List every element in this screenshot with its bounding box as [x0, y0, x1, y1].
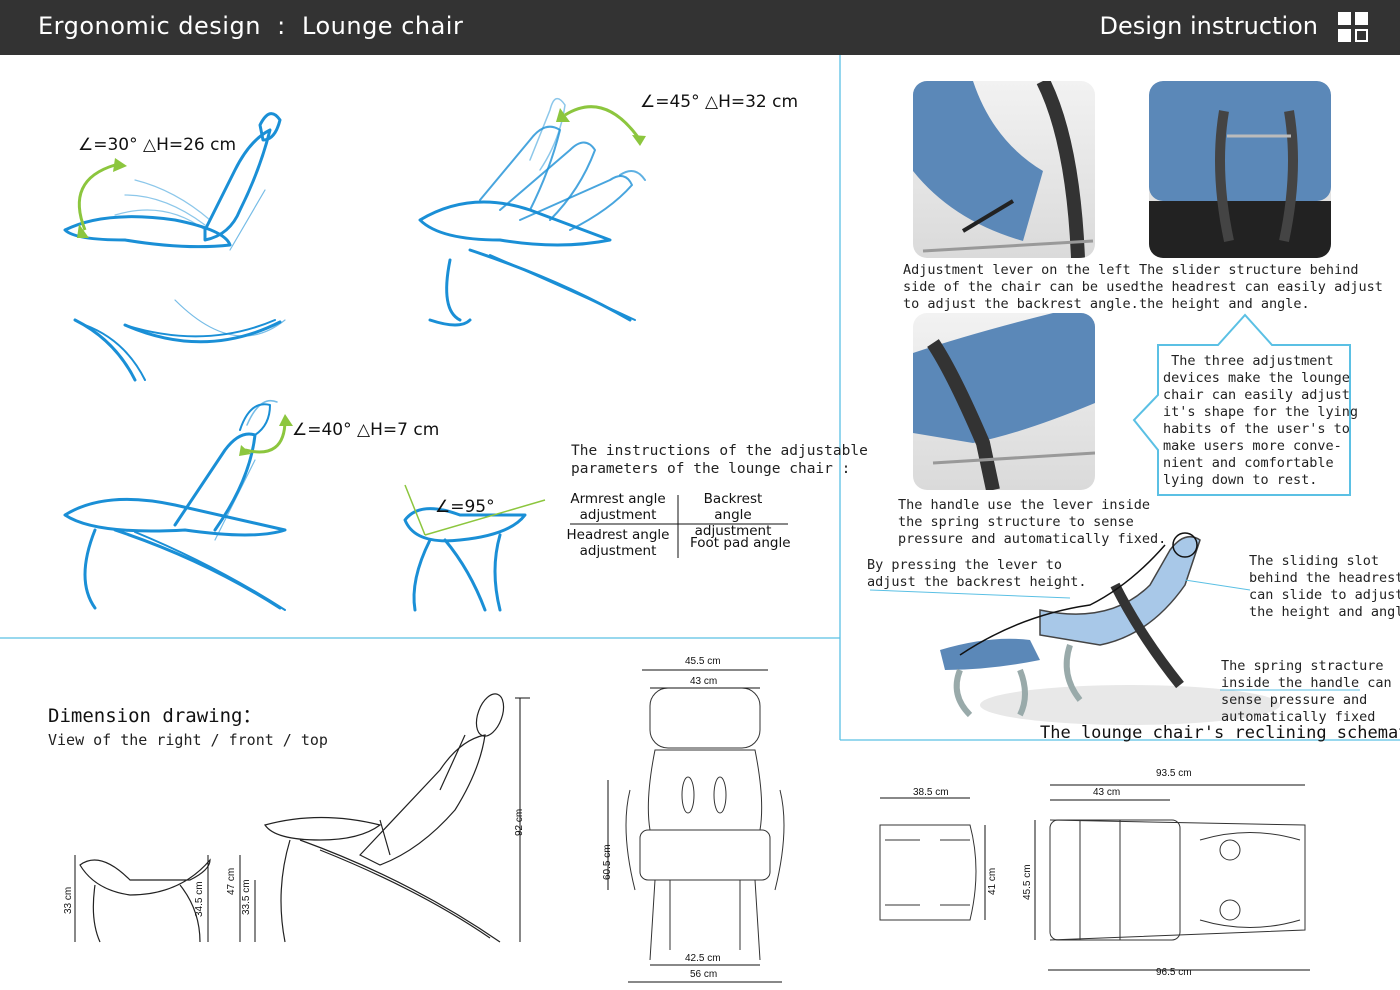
table-cell-backrest: Backrest angle adjustment: [684, 491, 782, 539]
dimension-subtitle: View of the right / front / top: [48, 731, 328, 749]
reclining-schematic: [940, 532, 1280, 725]
armrest-adjust-diagram: [63, 112, 286, 382]
dim-top-41: 41 cm: [987, 867, 998, 895]
table-cell-backrest-line2: adjustment: [694, 523, 772, 539]
dim-front-43: 43 cm: [690, 676, 718, 687]
dim-top-45-5: 45.5 cm: [1022, 864, 1033, 900]
dim-top-93-5: 93.5 cm: [1156, 768, 1192, 779]
instructions-title-line1: The instructions of the adjustable: [571, 443, 868, 459]
lever-photo: [913, 81, 1095, 258]
press-lever-caption: By pressing the lever to adjust the back…: [867, 557, 1087, 590]
dim-top-96-5: 96.5 cm: [1156, 967, 1192, 978]
schematic-title: The lounge chair's reclining schematic: [1040, 723, 1400, 743]
dim-side-47: 47 cm: [226, 867, 237, 895]
spring-caption: The spring stracture inside the handle c…: [1221, 658, 1392, 725]
front-view-drawing: [607, 669, 785, 983]
slider-caption: The slider structure behind the headrest…: [1139, 262, 1383, 312]
dim-side-33: 33 cm: [63, 886, 74, 914]
dim-front-56: 56 cm: [690, 969, 718, 980]
dim-side-34-5: 34.5 cm: [194, 881, 205, 917]
lever-caption: Adjustment lever on the left side of the…: [903, 262, 1139, 312]
table-cell-armrest-line2: adjustment: [579, 507, 657, 523]
handle-photo: [913, 313, 1095, 490]
table-cell-headrest-line2: adjustment: [579, 543, 657, 559]
grid-logo-icon: [1338, 12, 1370, 44]
dim-side-92: 92 cm: [514, 808, 525, 836]
dim-side-33-5: 33.5 cm: [241, 879, 252, 915]
dim-front-42-5: 42.5 cm: [685, 953, 721, 964]
schematic-leader-lines: [869, 579, 1360, 691]
table-cell-armrest: Armrest angle adjustment: [570, 491, 666, 523]
handle-caption: The handle use the lever inside the spri…: [898, 497, 1167, 547]
backrest-adjust-diagram: [418, 97, 646, 327]
section-title: Design instruction: [1099, 12, 1318, 40]
sliding-slot-caption: The sliding slot behind the headrest can…: [1249, 553, 1400, 620]
slider-photo: [1149, 81, 1331, 258]
callout-bubble: [1132, 313, 1351, 496]
header-bar: Ergonomic design : Lounge chair Design i…: [0, 0, 1400, 55]
table-cell-headrest: Headrest angle adjustment: [566, 527, 670, 559]
footpad-angle-label: ∠=95°: [435, 497, 495, 517]
headrest-adjust-diagram: [63, 400, 293, 611]
dim-top-38-5: 38.5 cm: [913, 787, 949, 798]
headrest-angle-label: ∠=40° △H=7 cm: [292, 420, 440, 440]
instructions-table-lines: [570, 495, 788, 558]
table-cell-footpad: Foot pad angle: [690, 535, 791, 551]
instructions-title-line2: parameters of the lounge chair :: [571, 461, 851, 477]
side-view-drawing: [74, 693, 530, 943]
table-cell-backrest-line1: Backrest angle: [703, 491, 763, 523]
armrest-angle-label: ∠=30° △H=26 cm: [78, 135, 237, 155]
footpad-angle-diagram: [403, 484, 546, 612]
dimension-title: Dimension drawing：: [48, 705, 262, 727]
dim-front-45-5: 45.5 cm: [685, 656, 721, 667]
table-cell-headrest-line1: Headrest angle: [566, 527, 670, 543]
backrest-angle-label: ∠=45° △H=32 cm: [640, 92, 799, 112]
dim-front-60-5: 60.5 cm: [602, 844, 613, 880]
top-view-drawing: [879, 784, 1310, 971]
table-cell-armrest-line1: Armrest angle: [570, 491, 666, 507]
page-title: Ergonomic design : Lounge chair: [38, 12, 464, 40]
callout-text: The three adjustment devices make the lo…: [1163, 353, 1359, 488]
dim-top-43: 43 cm: [1093, 787, 1121, 798]
